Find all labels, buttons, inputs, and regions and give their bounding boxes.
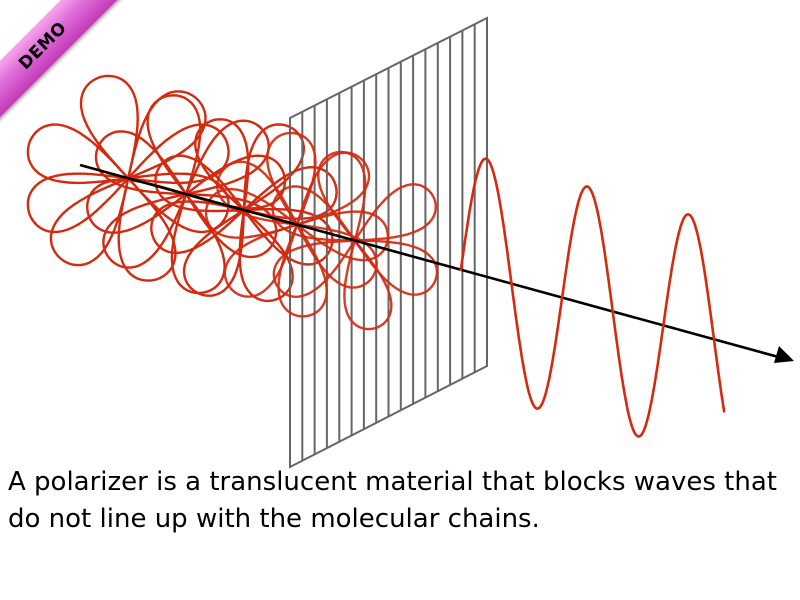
propagation-axis [79,163,783,360]
polarizer-frame [289,16,488,469]
caption: A polarizer is a translucent material th… [8,467,777,534]
polarized-wave [459,157,726,438]
polarizer-grid [289,16,488,469]
arrow-right-icon [774,346,794,363]
demo-badge-band: DEMO [0,0,130,130]
demo-badge-label: DEMO [15,18,71,74]
demo-badge: DEMO [0,0,130,130]
polarizer-diagram [26,16,794,469]
